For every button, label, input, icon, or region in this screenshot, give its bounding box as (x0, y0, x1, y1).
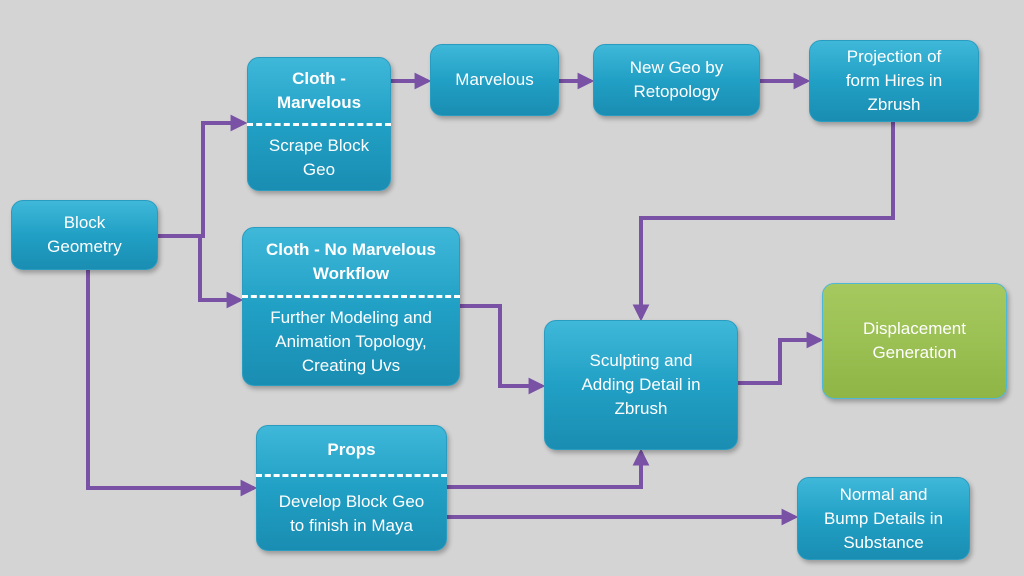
connector-sculpting-to-displacement (738, 331, 824, 385)
node-cloth-marvelous-title: Cloth -Marvelous (276, 68, 362, 112)
node-cloth-marvelous-divider (247, 123, 391, 126)
connector-block-to-props (86, 270, 258, 497)
connector-props-to-sculpting (447, 448, 650, 489)
connector-cloth-no-marvelous-to-sculpting (460, 304, 546, 395)
connector-block-to-cloth-marvelous (158, 114, 248, 238)
connector-projection-to-sculpting (632, 122, 895, 322)
node-marvelous: Marvelous (430, 44, 559, 116)
node-props-title: Props (327, 440, 376, 459)
connector-block-to-cloth-no-marvelous (158, 234, 244, 309)
node-props-divider (256, 474, 447, 477)
node-cloth-no-marvelous-divider (242, 295, 460, 298)
node-marvelous-label: Marvelous (455, 70, 534, 89)
